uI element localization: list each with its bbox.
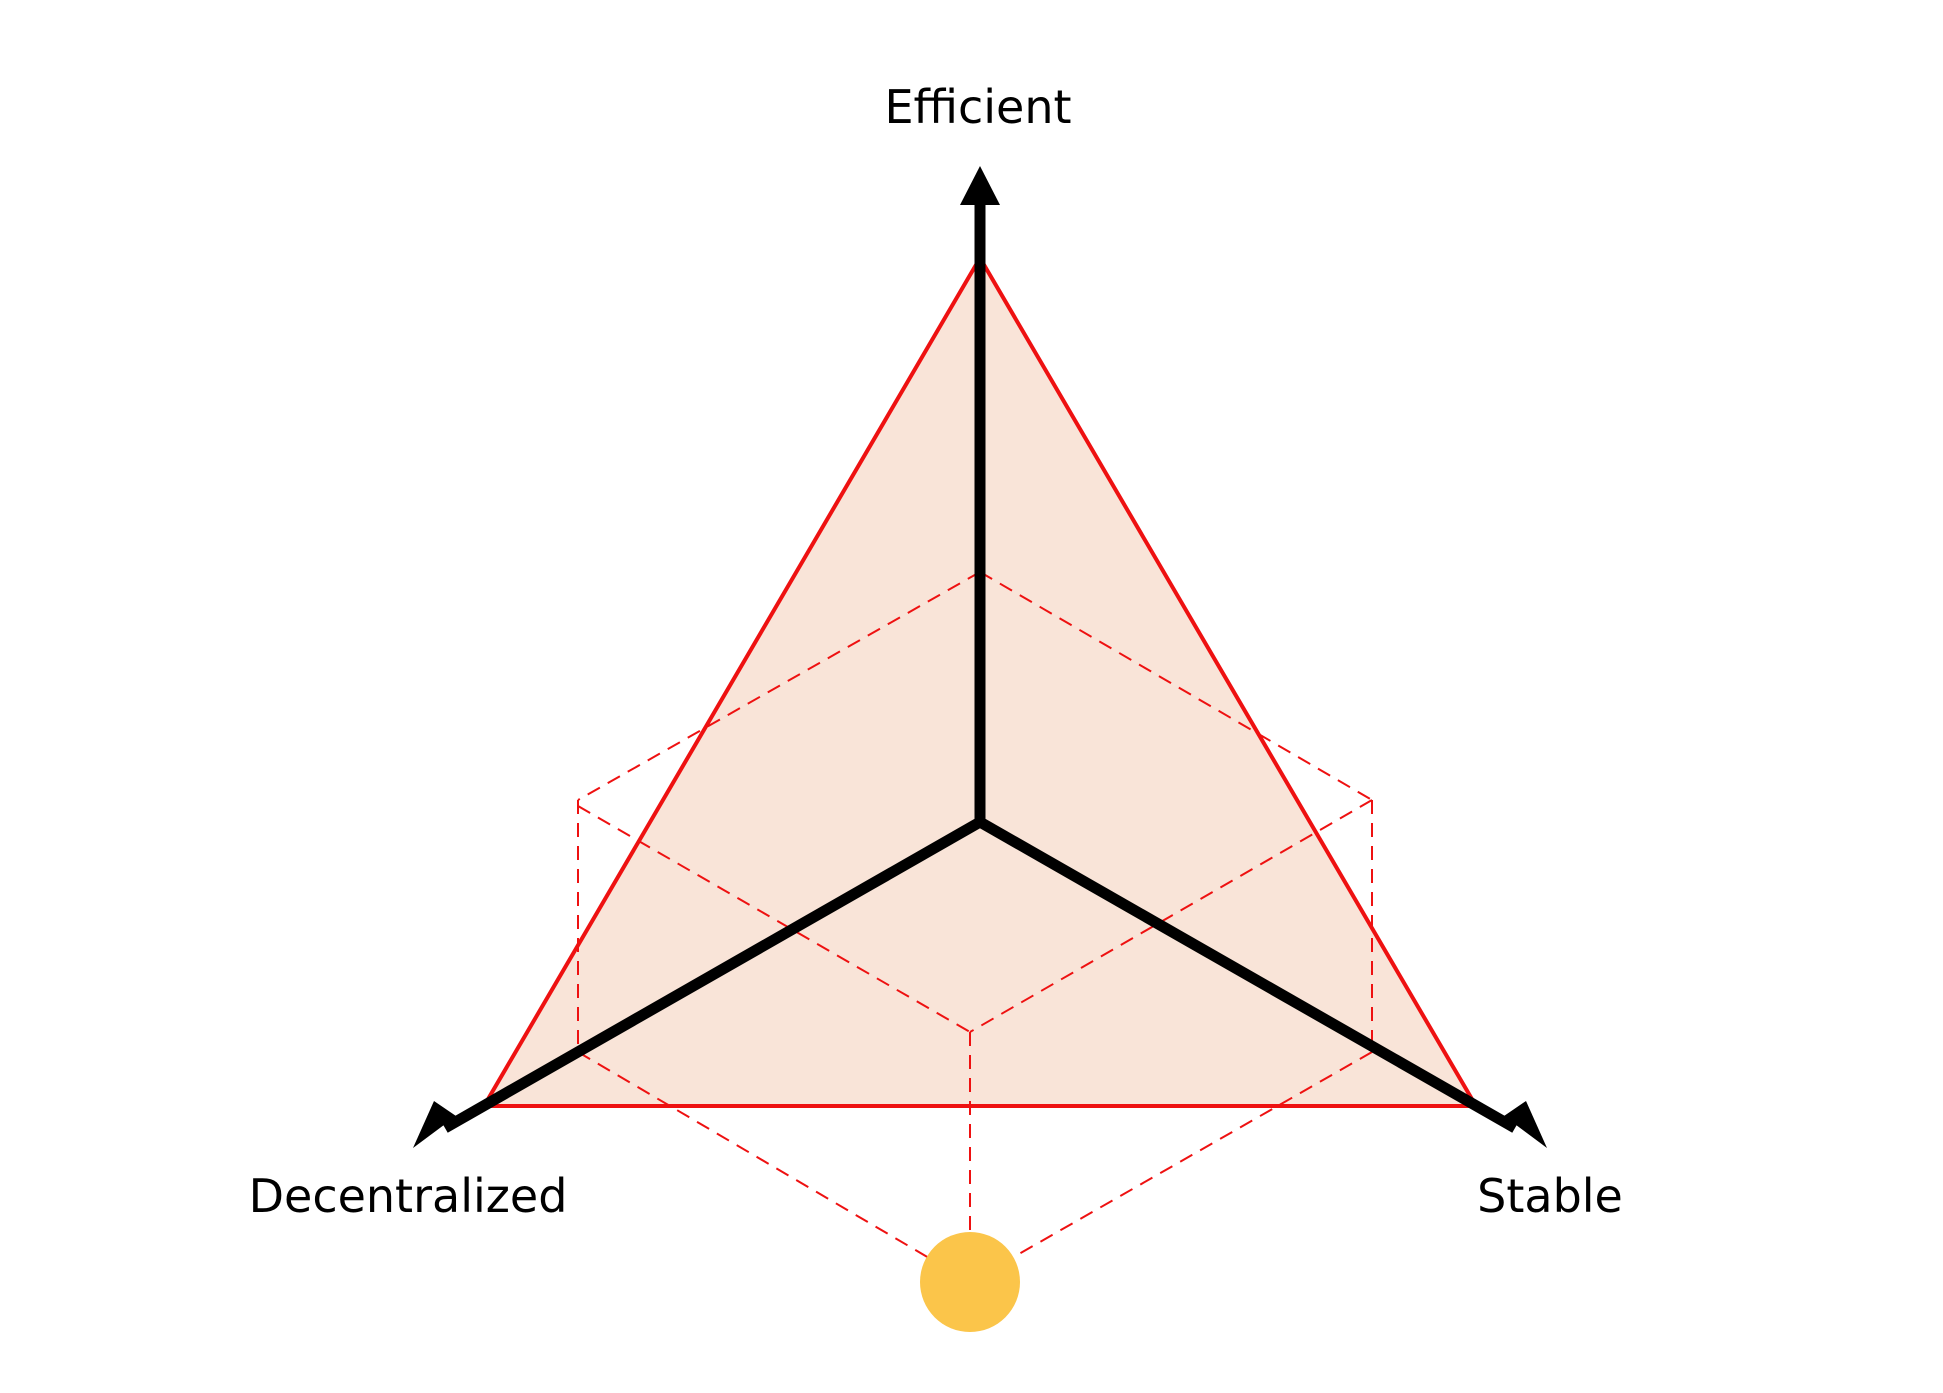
- arrowhead-decentralized-icon: [413, 1101, 456, 1148]
- cube-edge: [969, 799, 1373, 1033]
- arrowhead-efficient-icon: [960, 166, 1000, 205]
- projected-point: [920, 1232, 1020, 1332]
- projection-cube: [577, 571, 1373, 1283]
- axis-label-decentralized: Decentralized: [248, 1169, 568, 1223]
- cube-edge: [577, 805, 971, 1033]
- axis-label-stable: Stable: [1477, 1169, 1623, 1223]
- cube-edge: [577, 571, 981, 801]
- cube-edge: [979, 571, 1373, 801]
- cube-edge: [577, 1051, 971, 1283]
- axes: [442, 200, 1518, 1133]
- axis-label-efficient: Efficient: [884, 80, 1072, 134]
- axis-stable: [977, 817, 1518, 1133]
- axis-decentralized: [442, 817, 983, 1133]
- arrowhead-stable-icon: [1504, 1101, 1547, 1148]
- cube-edge: [969, 1051, 1373, 1283]
- arrowheads: [413, 166, 1547, 1148]
